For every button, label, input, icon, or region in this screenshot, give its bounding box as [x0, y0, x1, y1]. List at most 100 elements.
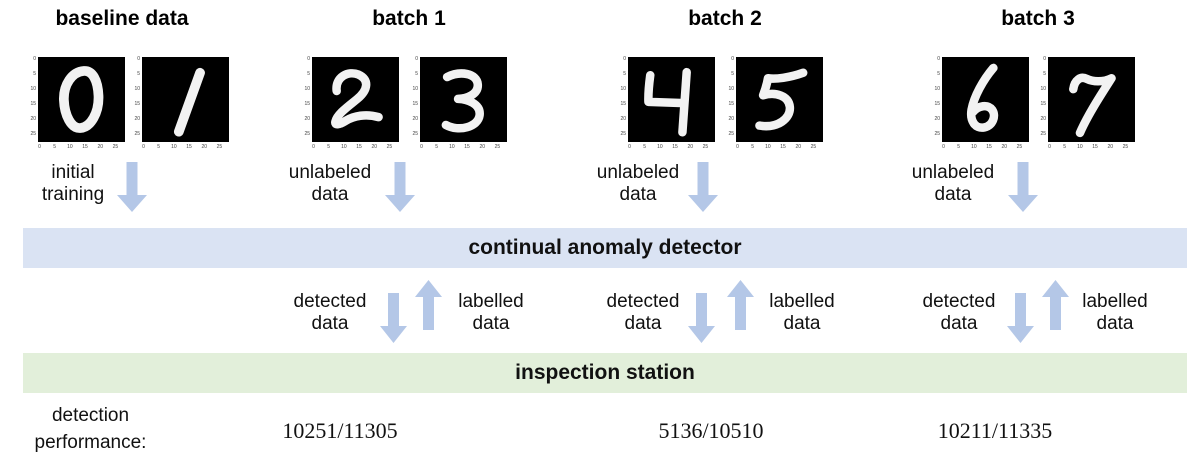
y-axis-tick-label: 25	[728, 131, 734, 138]
x-axis-tick-label: 15	[356, 144, 362, 150]
mnist-plot-area	[736, 57, 823, 142]
x-axis-tick-label: 5	[751, 144, 755, 150]
x-axis-tick-label: 20	[1107, 144, 1113, 150]
x-axis-tick-label: 25	[112, 144, 119, 150]
y-axis-tick-label: 0	[33, 55, 36, 62]
label-line: data	[783, 313, 821, 334]
digit-glyph-4	[644, 67, 691, 137]
y-axis-tick-label: 15	[934, 101, 940, 108]
x-axis-tick-label: 25	[494, 144, 501, 150]
x-axis-tick-label: 10	[971, 144, 977, 150]
label-line: data	[934, 184, 972, 205]
x-axis-tick-label: 5	[957, 144, 961, 150]
y-axis-tick-label: 20	[134, 116, 140, 123]
down-arrow-icon	[117, 162, 147, 212]
x-axis-tick-label: 10	[341, 144, 347, 150]
y-axis-tick-label: 10	[934, 85, 940, 92]
x-axis-tick-label: 0	[628, 144, 631, 150]
label-line: detection	[51, 405, 130, 426]
x-axis-tick-label: 15	[186, 144, 192, 150]
y-axis-tick-label: 15	[304, 101, 310, 108]
x-axis-tick-label: 15	[672, 144, 678, 150]
mnist-plot-area	[38, 57, 125, 142]
x-axis-tick-label: 10	[765, 144, 771, 150]
x-axis-tick-label: 0	[420, 144, 423, 150]
y-axis-tick-label: 5	[33, 70, 36, 77]
initial-training-label: initial training	[18, 162, 128, 206]
label-line: performance:	[34, 432, 147, 453]
y-axis-tick-label: 0	[937, 55, 940, 62]
y-axis-tick-label: 25	[304, 131, 310, 138]
y-axis-tick-label: 10	[412, 85, 418, 92]
x-axis-tick-label: 20	[1001, 144, 1007, 150]
x-axis-tick-label: 10	[449, 144, 455, 150]
label-line: labelled	[458, 291, 524, 312]
y-axis-tick-label: 15	[30, 101, 36, 108]
x-axis-tick-label: 15	[986, 144, 992, 150]
y-axis-tick-label: 5	[307, 70, 310, 77]
y-axis-tick-label: 15	[134, 101, 140, 108]
performance-value-batch3: 10211/11335	[937, 418, 1053, 443]
x-axis-tick-label: 0	[312, 144, 315, 150]
inspection-station-band: inspection station	[23, 353, 1187, 393]
y-axis-tick-label: 25	[412, 131, 418, 138]
x-axis-tick-label: 25	[1016, 144, 1023, 150]
mnist-plot-area	[420, 57, 507, 142]
x-axis-tick-label: 25	[810, 144, 817, 150]
x-axis-tick-label: 25	[216, 144, 223, 150]
x-axis-tick-label: 10	[67, 144, 73, 150]
continual-anomaly-detector-band: continual anomaly detector	[23, 228, 1187, 268]
y-axis-tick-label: 5	[415, 70, 418, 77]
up-arrow-icon	[727, 280, 754, 330]
y-axis-tick-label: 5	[1043, 70, 1046, 77]
y-axis-tick-label: 20	[934, 116, 940, 123]
label-line: unlabeled	[911, 162, 995, 183]
y-axis-tick-label: 20	[620, 116, 626, 123]
y-axis-tick-label: 5	[623, 70, 626, 77]
y-axis-tick-label: 0	[731, 55, 734, 62]
x-axis-tick-label: 20	[687, 144, 693, 150]
detected-data-label-batch3: detected data	[904, 291, 1014, 335]
x-axis-tick-label: 15	[1092, 144, 1098, 150]
mnist-plot-area	[628, 57, 715, 142]
x-axis-tick-label: 10	[171, 144, 177, 150]
digit-glyph-3	[441, 69, 484, 133]
down-arrow-icon	[1008, 162, 1038, 212]
x-axis-tick-label: 25	[386, 144, 393, 150]
y-axis-tick-label: 20	[304, 116, 310, 123]
mnist-plot-area	[312, 57, 399, 142]
x-axis-tick-label: 15	[464, 144, 470, 150]
label-line: initial	[51, 162, 95, 183]
down-arrow-icon	[688, 293, 715, 343]
y-axis-tick-label: 25	[134, 131, 140, 138]
unlabeled-data-label-batch2: unlabeled data	[583, 162, 693, 206]
label-line: unlabeled	[288, 162, 372, 183]
y-axis-tick-label: 0	[1043, 55, 1046, 62]
y-axis-tick-label: 10	[1040, 85, 1046, 92]
labelled-data-label-batch3: labelled data	[1060, 291, 1170, 335]
y-axis-tick-label: 20	[412, 116, 418, 123]
label-line: detected	[922, 291, 996, 312]
x-axis-tick-label: 5	[157, 144, 161, 150]
y-axis-tick-label: 25	[30, 131, 36, 138]
y-axis-tick-label: 0	[307, 55, 310, 62]
detected-data-label-batch2: detected data	[588, 291, 698, 335]
x-axis-tick-label: 0	[142, 144, 145, 150]
x-axis-tick-label: 20	[479, 144, 485, 150]
mnist-plot-area	[142, 57, 229, 142]
label-line: training	[41, 184, 105, 205]
digit-glyph-2	[331, 69, 383, 129]
digit-glyph-6	[966, 63, 999, 132]
x-axis-tick-label: 20	[371, 144, 377, 150]
label-line: data	[624, 313, 662, 334]
mnist-plot-area	[942, 57, 1029, 142]
x-axis-tick-label: 20	[97, 144, 103, 150]
digit-glyph-5	[755, 68, 808, 131]
y-axis-tick-label: 5	[731, 70, 734, 77]
